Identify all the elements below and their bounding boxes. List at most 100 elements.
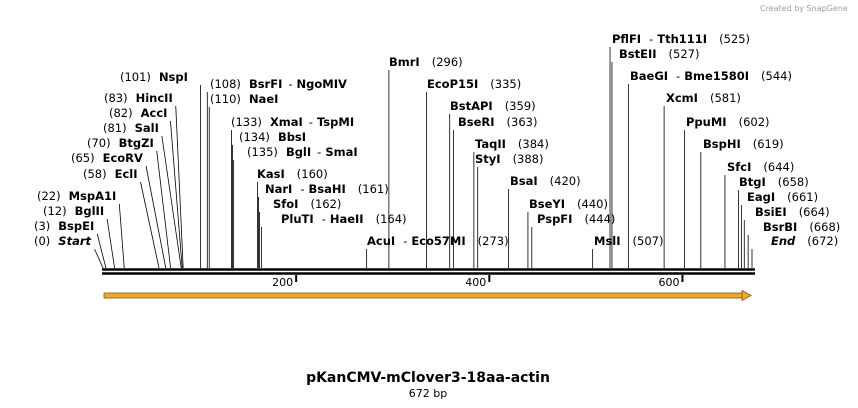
cut-line — [94, 248, 104, 269]
site-label[interactable]: AcuI-Eco57MI(273) — [367, 234, 509, 248]
site-position: (602) — [739, 115, 770, 129]
site-label[interactable]: SfcI (644) — [727, 160, 794, 174]
site-position: (384) — [518, 137, 549, 151]
site-position: (160) — [297, 167, 328, 181]
site-position: (363) — [507, 115, 538, 129]
site-label[interactable]: SfoI(162) — [273, 197, 341, 211]
enzyme-name: TaqII — [475, 137, 506, 151]
site-position: (664) — [799, 205, 830, 219]
site-label[interactable]: EagI(661) — [747, 190, 818, 204]
enzyme-name: EcoP15I — [427, 77, 478, 91]
ruler-tick-label: 400 — [465, 276, 486, 289]
site-label[interactable]: End(672) — [771, 234, 838, 248]
site-label[interactable]: BsaI(420) — [510, 174, 581, 188]
enzyme-name: MspA1I — [69, 189, 117, 203]
site-label[interactable]: (83)HincII — [104, 91, 173, 105]
enzyme-name: XcmI — [666, 91, 698, 105]
cut-line — [161, 135, 182, 269]
enzyme-name: BsrFI — [249, 77, 282, 91]
enzyme-name: BsaI — [510, 174, 538, 188]
site-position: (359) — [505, 99, 536, 113]
site-label[interactable]: (101)NspI — [120, 70, 188, 84]
site-label[interactable]: (133)XmaI-TspMI — [231, 115, 354, 129]
site-label[interactable]: (108)BsrFI-NgoMIV — [210, 77, 347, 91]
site-label[interactable]: (82)AccI — [109, 106, 167, 120]
site-position: (135) — [247, 145, 278, 159]
credit-text: Created by SnapGene — [760, 4, 848, 13]
site-label[interactable]: TaqII (384) — [475, 137, 549, 151]
site-position: (0) — [34, 234, 50, 248]
site-label[interactable]: MslI(507) — [594, 234, 663, 248]
site-label[interactable]: (81)SalI — [103, 121, 159, 135]
site-label[interactable]: BstEII(527) — [619, 47, 699, 61]
site-separator: - — [288, 77, 292, 91]
site-label[interactable]: BspHI(619) — [703, 137, 784, 151]
enzyme-name: PspFI — [537, 212, 572, 226]
site-label[interactable]: BseYI(440) — [529, 197, 608, 211]
site-label[interactable]: BsiEI(664) — [755, 205, 830, 219]
dna-backbone — [102, 268, 755, 275]
enzyme-name: BglI — [286, 145, 311, 159]
enzyme-partner: BsaHI — [309, 182, 346, 196]
enzyme-name: BglII — [75, 204, 105, 218]
site-position: (81) — [103, 121, 127, 135]
site-label[interactable]: PluTI-HaeII(164) — [281, 212, 407, 226]
enzyme-partner: SmaI — [325, 145, 357, 159]
site-label[interactable]: XcmI (581) — [666, 91, 741, 105]
enzyme-name: AcuI — [367, 234, 395, 248]
site-label[interactable]: PspFI (444) — [537, 212, 615, 226]
site-label[interactable]: EcoP15I (335) — [427, 77, 521, 91]
site-position: (581) — [710, 91, 741, 105]
feature-bar — [103, 292, 743, 299]
site-position: (70) — [87, 136, 111, 150]
site-label[interactable]: BsrBI(668) — [763, 220, 840, 234]
site-position: (388) — [513, 152, 544, 166]
enzyme-name: BstAPI — [450, 99, 493, 113]
site-position: (162) — [310, 197, 341, 211]
site-label[interactable]: (134)BbsI — [239, 130, 306, 144]
feature-arrowhead — [741, 289, 752, 302]
site-position: (335) — [490, 77, 521, 91]
site-label[interactable]: (3)BspEI — [34, 219, 94, 233]
site-label[interactable]: (65)EcoRV — [71, 151, 143, 165]
enzyme-partner: Bme1580I — [684, 69, 749, 83]
site-separator: - — [403, 234, 407, 248]
site-position: (644) — [763, 160, 794, 174]
site-labels: (0)Start(3)BspEI(12)BglII(22)MspA1I(58)E… — [34, 32, 840, 248]
site-label[interactable]: (58)EclI — [83, 167, 138, 181]
enzyme-name: EcoRV — [103, 151, 143, 165]
site-label[interactable]: KasI(160) — [257, 167, 328, 181]
cut-line — [106, 218, 115, 269]
enzyme-name: XmaI — [270, 115, 303, 129]
enzyme-name: SfcI — [727, 160, 751, 174]
site-label[interactable]: (22) MspA1I — [37, 189, 116, 203]
site-label[interactable]: BmrI(296) — [389, 55, 463, 69]
cut-line — [96, 233, 107, 269]
site-label[interactable]: BstAPI (359) — [450, 99, 536, 113]
feature-arrow[interactable] — [103, 289, 752, 302]
enzyme-partner: NgoMIV — [297, 77, 347, 91]
site-label[interactable]: BaeGI-Bme1580I(544) — [630, 69, 792, 83]
site-label[interactable]: StyI (388) — [475, 152, 544, 166]
cut-lines — [94, 47, 753, 269]
site-label[interactable]: (110)NaeI — [210, 92, 278, 106]
site-label[interactable]: (0)Start — [34, 234, 92, 248]
site-label[interactable]: (70)BtgZI — [87, 136, 154, 150]
site-label[interactable]: BtgI(658) — [739, 175, 809, 189]
enzyme-partner: Tth111I — [657, 32, 707, 46]
site-label[interactable]: PpuMI(602) — [686, 115, 770, 129]
site-label[interactable]: NarI-BsaHI(161) — [265, 182, 389, 196]
enzyme-partner: HaeII — [330, 212, 364, 226]
site-label[interactable]: BseRI (363) — [458, 115, 537, 129]
site-position: (58) — [83, 167, 107, 181]
site-position: (22) — [37, 189, 61, 203]
site-separator: - — [322, 212, 326, 226]
site-label[interactable]: (12)BglII — [43, 204, 104, 218]
site-label[interactable]: (135)BglI-SmaI — [247, 145, 358, 159]
site-position: (444) — [584, 212, 615, 226]
enzyme-name: StyI — [475, 152, 501, 166]
ruler-tick-label: 600 — [658, 276, 679, 289]
site-label[interactable]: PflFI-Tth111I(525) — [612, 32, 750, 46]
enzyme-name: BseRI — [458, 115, 495, 129]
